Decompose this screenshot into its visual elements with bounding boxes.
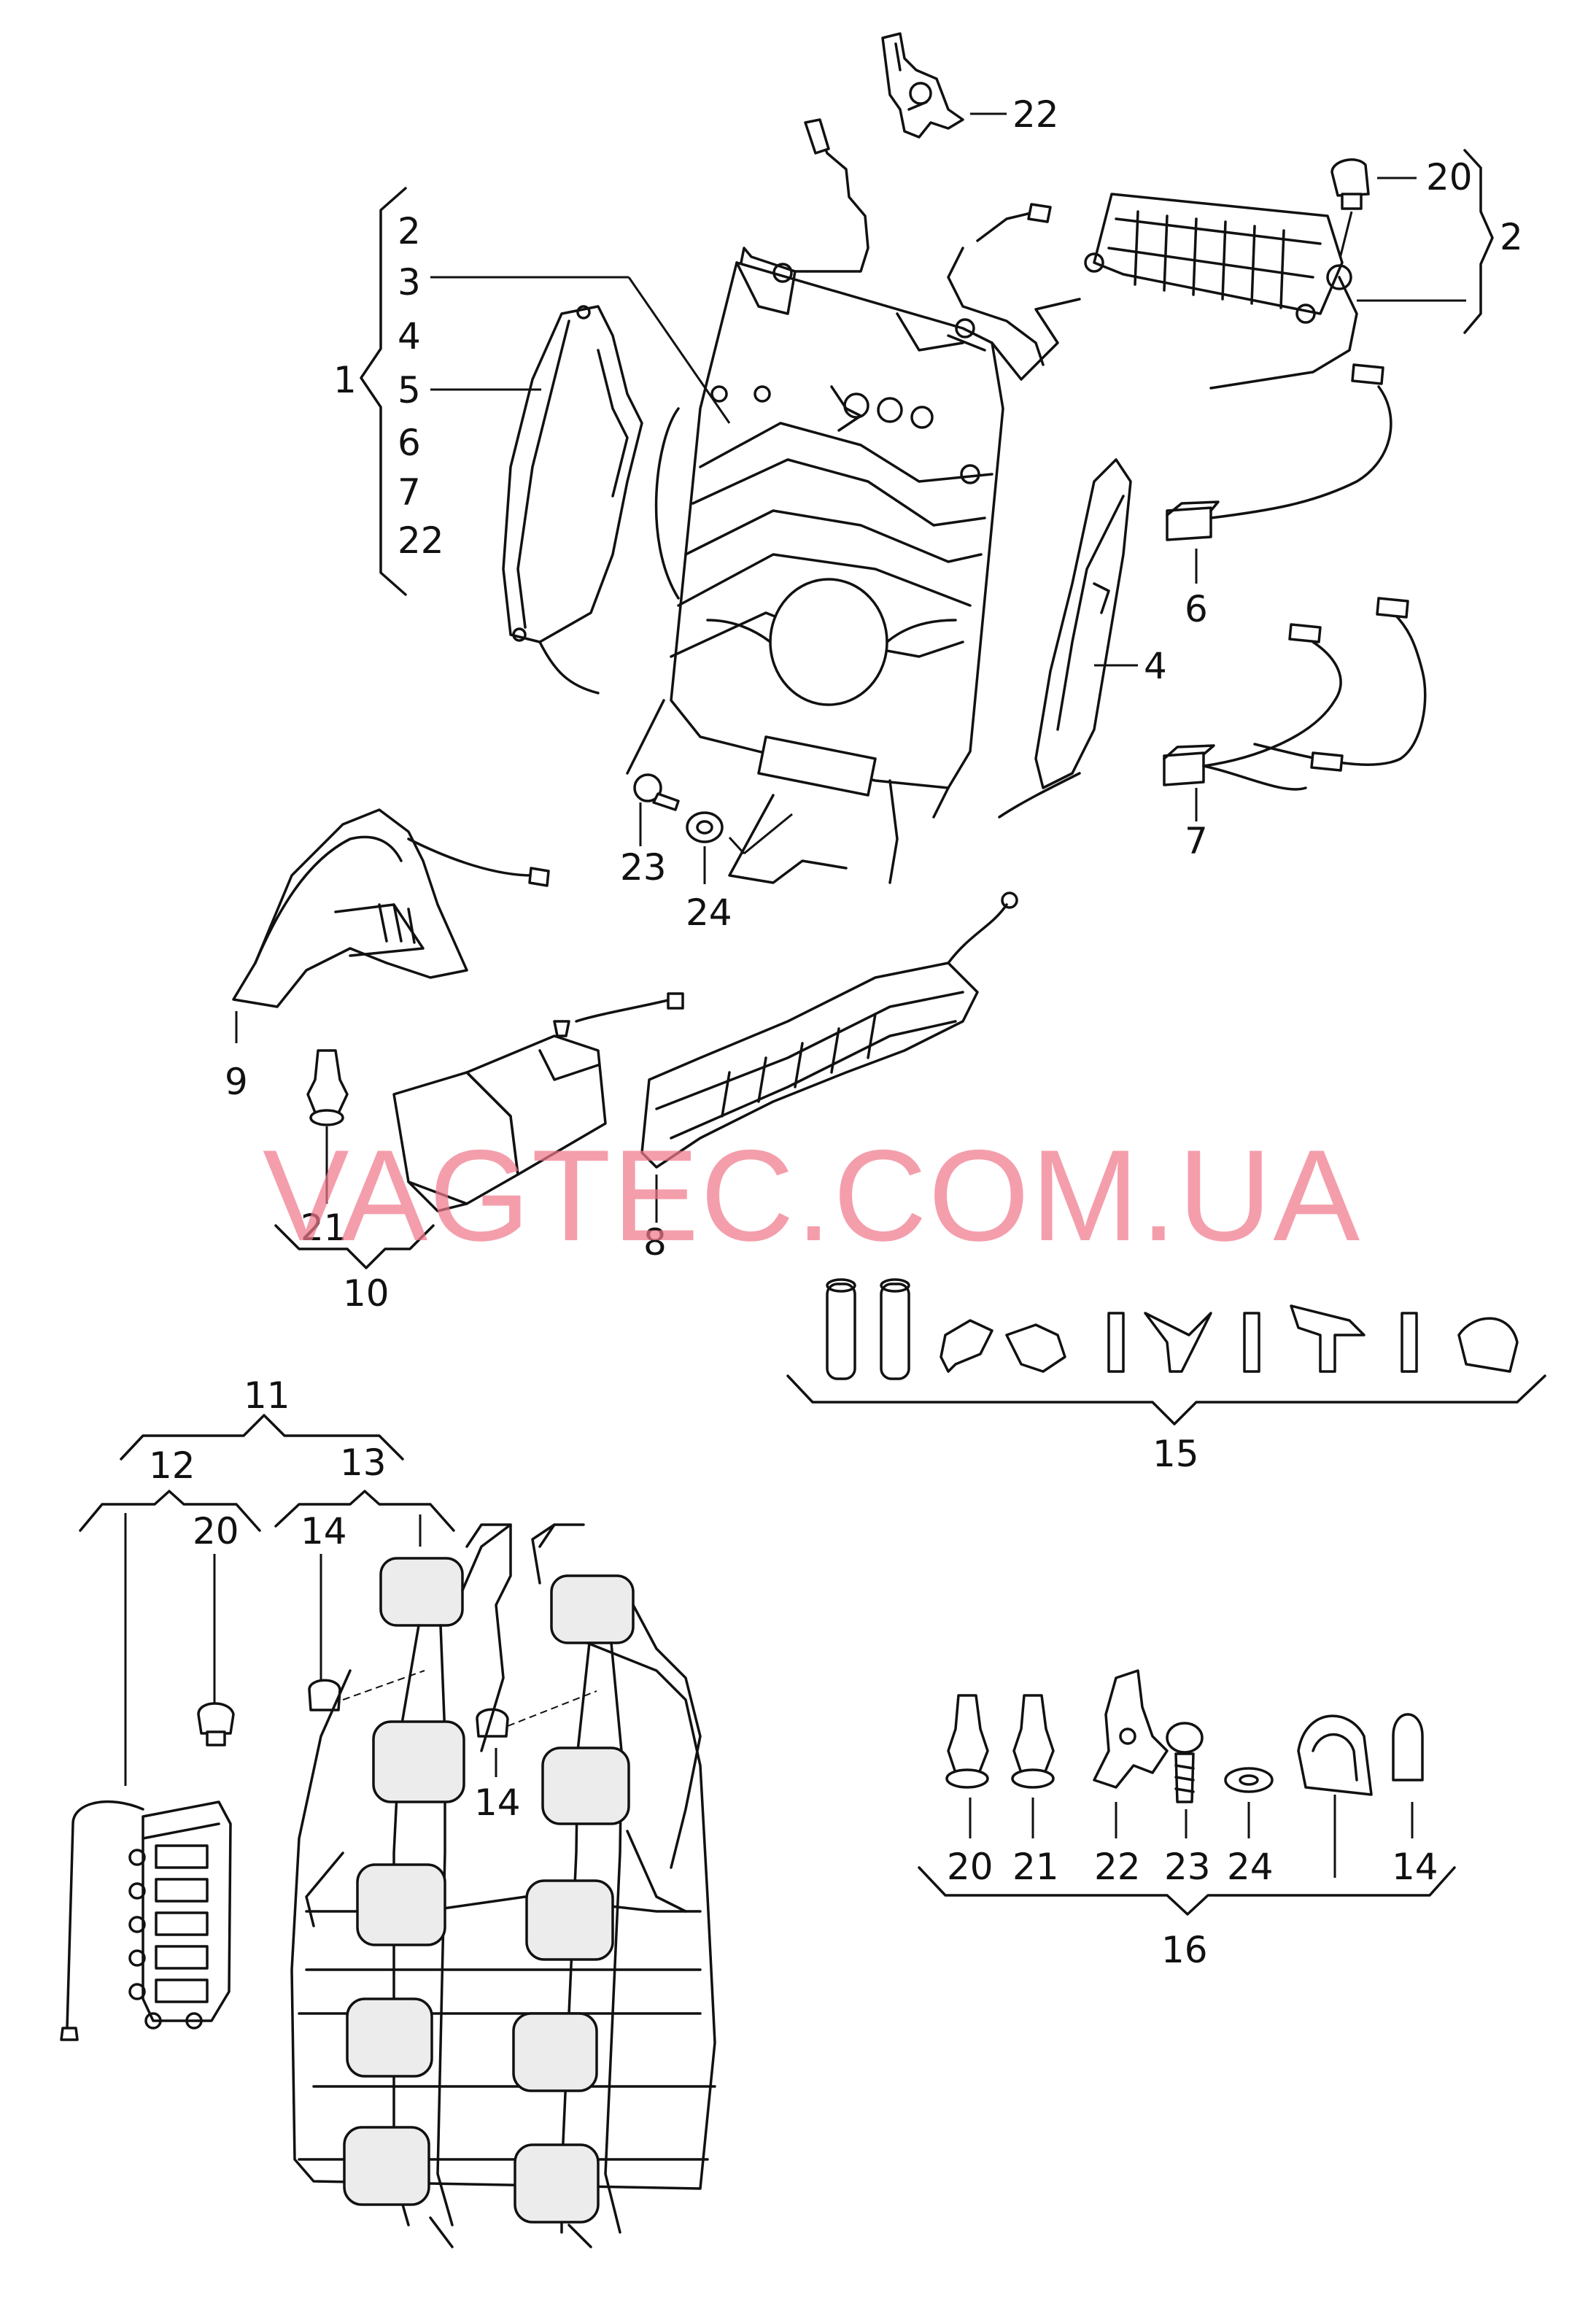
group-16-fasteners bbox=[945, 1669, 1424, 1803]
watermark: VAGTEC.COM.UA bbox=[263, 1123, 1361, 1268]
part-12-valve-block bbox=[60, 1800, 232, 2041]
part-21-clip bbox=[306, 1049, 349, 1126]
part-8-side-trim bbox=[640, 891, 1018, 1169]
label-8: 8 bbox=[643, 1221, 667, 1264]
group-13-brace bbox=[274, 1490, 455, 1532]
part-2-valve-block bbox=[947, 193, 1358, 390]
group-16-item-21: 21 bbox=[1012, 1846, 1059, 1888]
label-15: 15 bbox=[1153, 1433, 1199, 1475]
label-20-top: 20 bbox=[1426, 156, 1473, 198]
group-1-item-4: 4 bbox=[398, 315, 421, 357]
label-11: 11 bbox=[244, 1374, 290, 1417]
group-16-item-24: 24 bbox=[1227, 1846, 1274, 1888]
group-1-item-5: 5 bbox=[398, 369, 421, 411]
group-16-item-23: 23 bbox=[1164, 1846, 1211, 1888]
label-7: 7 bbox=[1185, 820, 1208, 862]
group-16-item-14: 14 bbox=[1392, 1846, 1438, 1888]
part-13-bladder-mats bbox=[290, 1523, 716, 2248]
part-9-bracket bbox=[232, 808, 550, 1008]
part-23-screw bbox=[633, 773, 680, 811]
group-1-item-6: 6 bbox=[398, 422, 421, 464]
label-13: 13 bbox=[340, 1442, 387, 1484]
group-16-item-20: 20 bbox=[947, 1846, 993, 1888]
group-1-item-2: 2 bbox=[398, 210, 421, 252]
label-4: 4 bbox=[1144, 645, 1167, 687]
label-14-b: 14 bbox=[474, 1781, 521, 1824]
label-16: 16 bbox=[1161, 1929, 1208, 1971]
part-5-side-airbag-left bbox=[502, 305, 643, 695]
group-1-item-7: 7 bbox=[398, 471, 421, 514]
label-14-a: 14 bbox=[301, 1510, 347, 1552]
part-4-side-airbag-right bbox=[998, 458, 1132, 819]
part-6-connector bbox=[1166, 363, 1392, 541]
label-6: 6 bbox=[1185, 588, 1208, 630]
part-20-grommet-top bbox=[1330, 158, 1370, 210]
label-2-right: 2 bbox=[1500, 216, 1523, 258]
group-1-item-3: 3 bbox=[398, 261, 421, 303]
part-10-module-box bbox=[392, 992, 684, 1212]
label-21: 21 bbox=[301, 1207, 347, 1249]
part-24-washer bbox=[686, 811, 724, 843]
label-22-top: 22 bbox=[1012, 93, 1059, 136]
label-9: 9 bbox=[225, 1061, 248, 1103]
group-12-brace bbox=[79, 1490, 261, 1532]
group-1-number: 1 bbox=[333, 359, 357, 401]
group-1-brace bbox=[360, 187, 407, 596]
part-14-clip-b bbox=[476, 1708, 509, 1738]
part-20-grommet-mid bbox=[197, 1702, 235, 1746]
label-10: 10 bbox=[343, 1272, 390, 1315]
label-23: 23 bbox=[620, 846, 667, 889]
part-3-backrest-panel bbox=[626, 261, 1004, 884]
group-16-brace bbox=[918, 1866, 1456, 1916]
group-2-brace bbox=[1463, 149, 1494, 334]
label-12: 12 bbox=[149, 1444, 195, 1487]
group-10-brace bbox=[274, 1224, 435, 1269]
part-7-wiring-harness bbox=[1163, 597, 1427, 791]
label-24: 24 bbox=[686, 891, 732, 934]
group-11-brace bbox=[120, 1414, 404, 1461]
group-15-fittings bbox=[826, 1278, 1519, 1380]
group-15-brace bbox=[786, 1374, 1546, 1425]
group-1-item-22: 22 bbox=[398, 519, 444, 562]
group-16-item-22: 22 bbox=[1094, 1846, 1141, 1888]
label-20-mid: 20 bbox=[193, 1510, 239, 1552]
part-14-clip-a bbox=[308, 1679, 341, 1711]
